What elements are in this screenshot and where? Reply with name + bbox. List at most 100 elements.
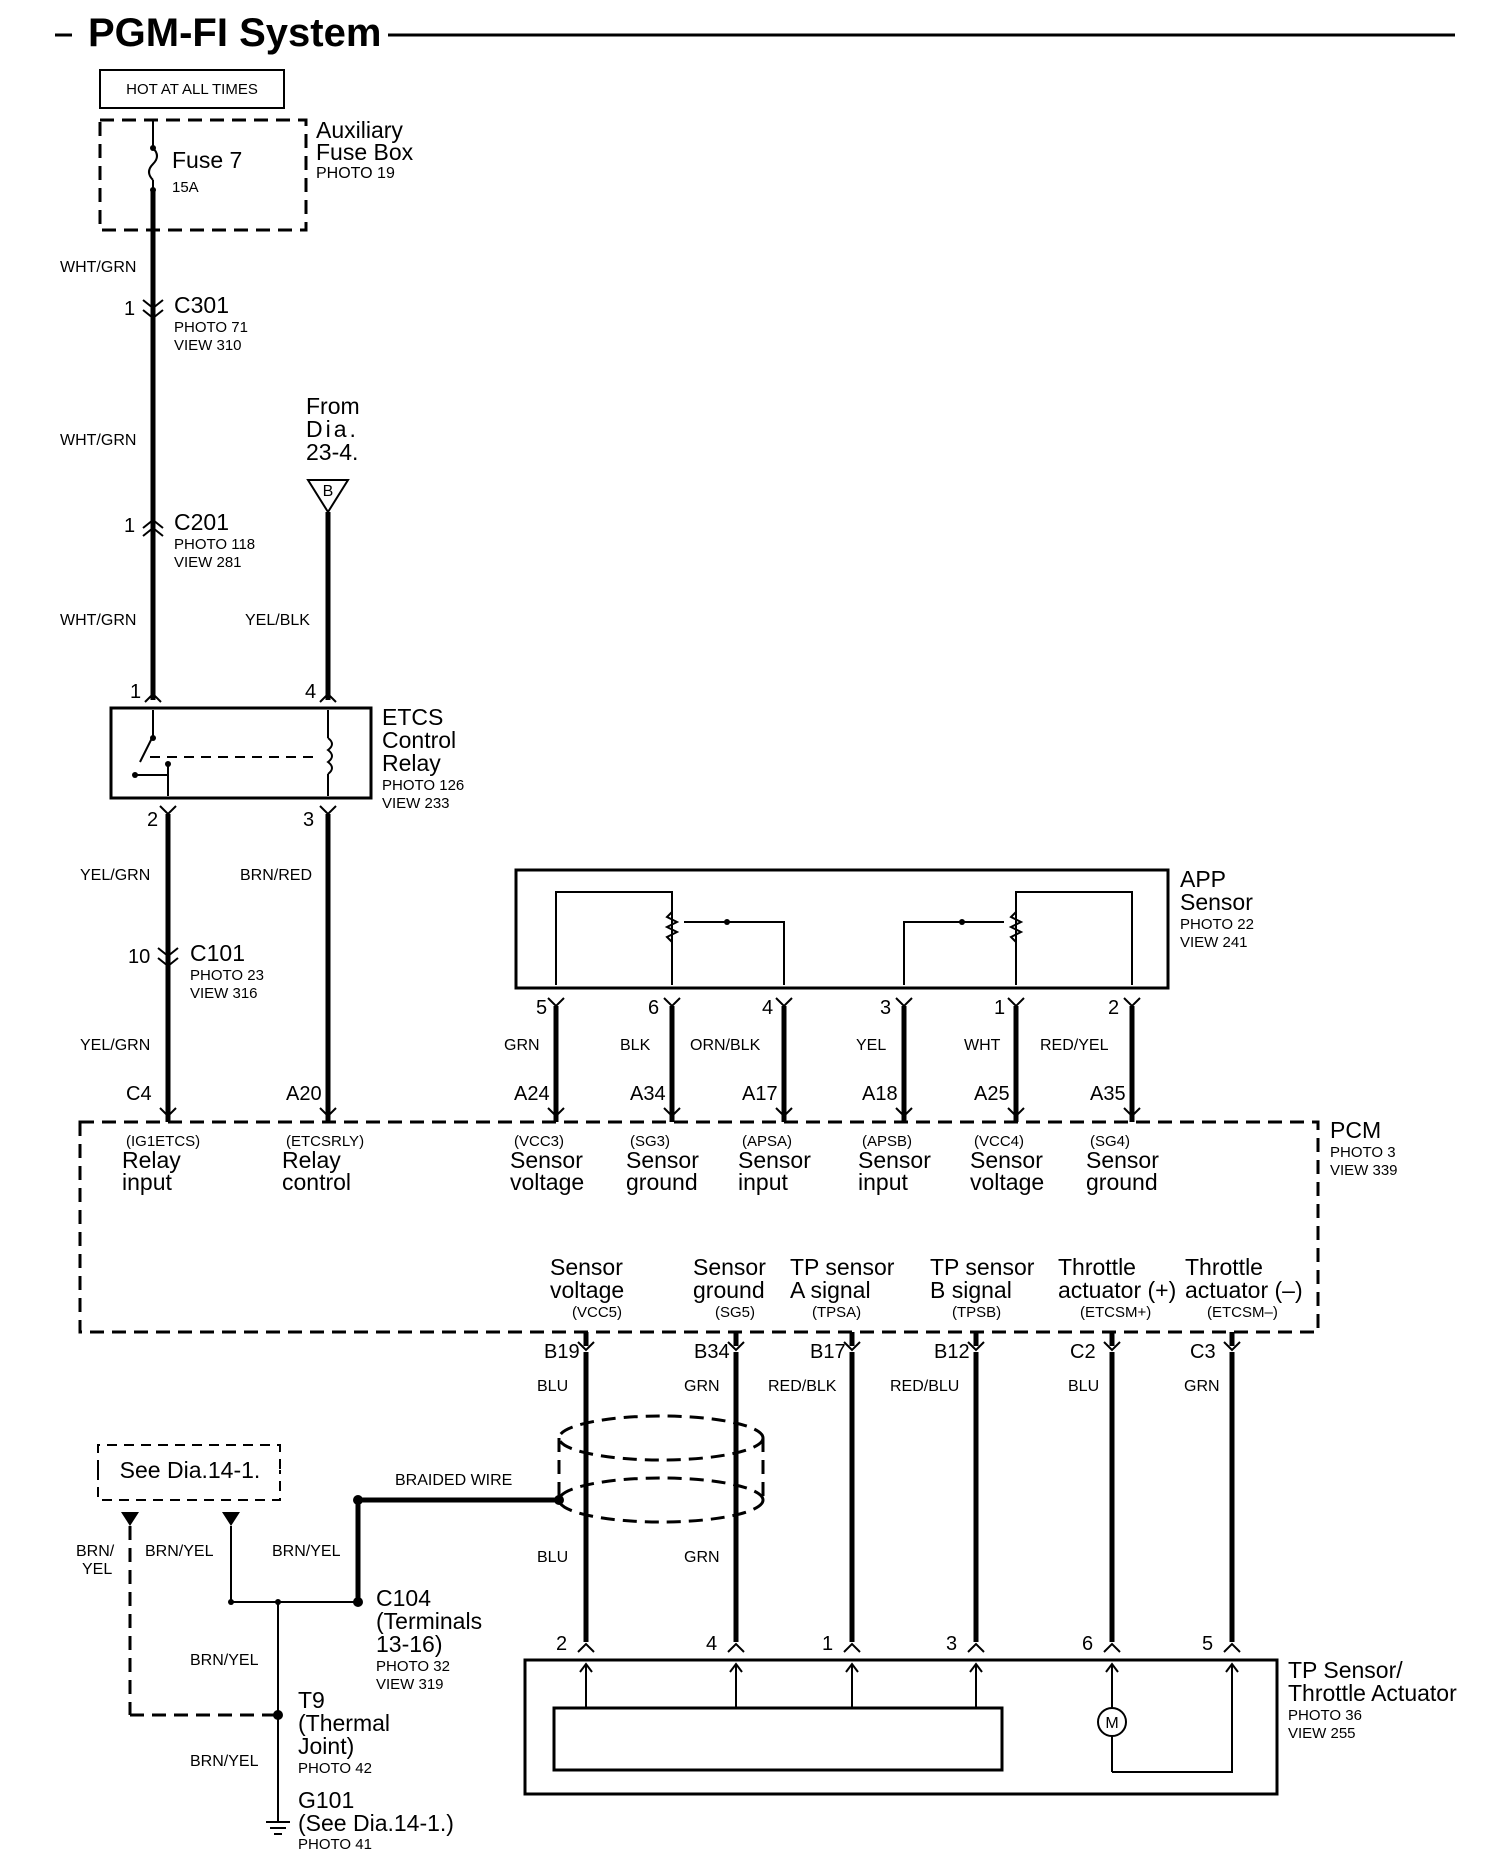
g101-line1: (See Dia.14-1.) (298, 1810, 454, 1836)
pcm-view: VIEW 339 (1330, 1162, 1398, 1179)
app-pin: 3 (880, 997, 891, 1019)
tp-pin: 4 (706, 1633, 717, 1655)
pcm-terminal-label: ground (1086, 1169, 1158, 1195)
relay-coil-icon (326, 737, 333, 775)
braided-shield-icon (557, 1414, 765, 1524)
tp-pin: 2 (556, 1633, 567, 1655)
wire-color-label: WHT/GRN (60, 612, 136, 629)
relay-pin-3: 3 (303, 809, 314, 831)
c301-name: C301 (174, 292, 229, 318)
wire-color-label: YEL/BLK (245, 612, 310, 629)
pcm-terminal-label: Sensor (970, 1147, 1043, 1173)
potentiometer-icon (664, 911, 680, 943)
app-view: VIEW 241 (1180, 934, 1248, 951)
pcm-terminal-label: input (858, 1169, 908, 1195)
see-dia-box (97, 1444, 281, 1501)
c301-view: VIEW 310 (174, 337, 242, 354)
pcm-terminal-label: ground (626, 1169, 698, 1195)
wire-color-label: BRN/RED (240, 867, 312, 884)
pcm-terminal-label: Throttle (1058, 1254, 1136, 1280)
aux-fuse-box-line2: Fuse Box (316, 139, 414, 165)
c201-photo: PHOTO 118 (174, 536, 255, 553)
tp-internal-lines (579, 1662, 1239, 1773)
c201-view: VIEW 281 (174, 554, 242, 571)
pcm-terminal-code: (ETCSRLY) (286, 1133, 364, 1150)
c104-line1: (Terminals (376, 1608, 482, 1634)
wire-color-label: BRN/YEL (190, 1753, 259, 1770)
etcs-relay-box (109, 706, 373, 800)
pcm-terminal-id: C2 (1070, 1341, 1096, 1363)
pcm-terminal-id: B19 (544, 1341, 580, 1363)
pcm-terminal-code: (TPSA) (812, 1304, 861, 1321)
potentiometer-icon (1008, 911, 1024, 943)
wire-color-label: GRN (504, 1037, 540, 1054)
pcm-terminal-label: voltage (970, 1169, 1044, 1195)
pcm-terminal-label: input (738, 1169, 788, 1195)
wire-color-label: BRN/ (76, 1543, 115, 1560)
t9-line1: (Thermal (298, 1710, 390, 1736)
c101-photo: PHOTO 23 (190, 967, 264, 984)
motor-icon (1097, 1707, 1127, 1737)
ground-tab-icon (121, 1512, 139, 1526)
pcm-terminal-id: A20 (286, 1083, 322, 1105)
pcm-terminal-id: A24 (514, 1083, 550, 1105)
pcm-terminal-label: TP sensor (790, 1254, 895, 1280)
page-title: PGM-FI System (88, 11, 381, 55)
pcm-terminal-label: actuator (–) (1185, 1277, 1303, 1303)
pcm-terminal-code: (ETCSM+) (1080, 1304, 1151, 1321)
c104-name: C104 (376, 1585, 431, 1611)
g101-photo: PHOTO 41 (298, 1836, 372, 1852)
app-photo: PHOTO 22 (1180, 916, 1254, 933)
pcm-terminal-id: B12 (934, 1341, 970, 1363)
pcm-terminal-label: Relay (122, 1147, 181, 1173)
t9-name: T9 (298, 1687, 325, 1713)
pcm-terminal-id: A18 (862, 1083, 898, 1105)
pcm-terminal-label: control (282, 1169, 351, 1195)
from-dia-line2: Dia. (306, 416, 359, 442)
pcm-terminal-code: (SG5) (715, 1304, 755, 1321)
pcm-terminal-label: Sensor (858, 1147, 931, 1173)
relay-line2: Control (382, 727, 456, 753)
wire-color-label: YEL (856, 1037, 886, 1054)
relay-pin-2: 2 (147, 809, 158, 831)
wire-color-label: BRN/YEL (190, 1652, 259, 1669)
off-page-marker-label: B (323, 483, 334, 500)
pcm-terminal-id: A34 (630, 1083, 666, 1105)
app-line2: Sensor (1180, 889, 1253, 915)
pcm-terminal-label: A signal (790, 1277, 871, 1303)
wire-color-label: RED/BLK (768, 1378, 837, 1395)
wire-color-label: YEL/GRN (80, 867, 150, 884)
from-dia-line3: 23-4. (306, 439, 358, 465)
pcm-terminal-id: A17 (742, 1083, 778, 1105)
pcm-terminal-id: A25 (974, 1083, 1010, 1105)
tp-pin: 6 (1082, 1633, 1093, 1655)
wire-color-label: BLK (620, 1037, 651, 1054)
wire-color-label: WHT (964, 1037, 1001, 1054)
pcm-terminal-label: B signal (930, 1277, 1012, 1303)
pcm-terminal-label: Sensor (693, 1254, 766, 1280)
relay-pin-1: 1 (130, 681, 141, 703)
ground-tab-icon (222, 1512, 240, 1526)
c301-pin: 1 (124, 298, 135, 320)
wire-color-label: YEL/GRN (80, 1037, 150, 1054)
pcm-terminal-label: Sensor (626, 1147, 699, 1173)
pcm-terminal-code: (SG4) (1090, 1133, 1130, 1150)
tp-photo: PHOTO 36 (1288, 1707, 1362, 1724)
relay-line3: Relay (382, 750, 441, 776)
wire-color-label: BLU (537, 1549, 568, 1566)
tp-line2: Throttle Actuator (1288, 1680, 1457, 1706)
wire-color-label: BRN/YEL (145, 1543, 214, 1560)
wire-color-label: YEL (82, 1561, 112, 1578)
app-pin: 5 (536, 997, 547, 1019)
pcm-terminal-code: (VCC5) (572, 1304, 622, 1321)
relay-view: VIEW 233 (382, 795, 450, 812)
pcm-bottom-terminals: Sensorvoltage(VCC5)B19Sensorground(SG5)B… (544, 1254, 1303, 1363)
wire-color-label: WHT/GRN (60, 432, 136, 449)
relay-pin-4: 4 (305, 681, 316, 703)
app-pin: 2 (1108, 997, 1119, 1019)
c104-line2: 13-16) (376, 1631, 442, 1657)
pcm-terminal-code: (VCC3) (514, 1133, 564, 1150)
tp-pin: 1 (822, 1633, 833, 1655)
